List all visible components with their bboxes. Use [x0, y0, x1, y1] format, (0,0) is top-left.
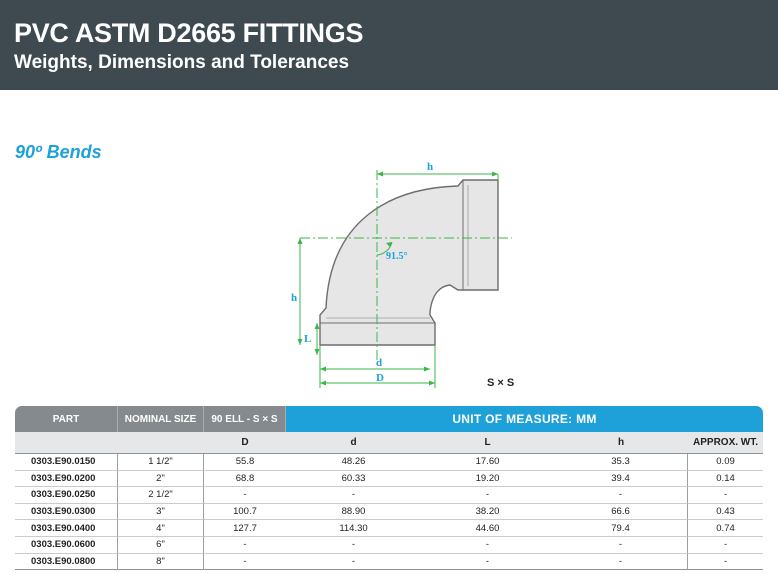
value-D: 127.7 [204, 520, 286, 537]
value-d: - [286, 537, 421, 554]
table-row: 0303.E90.0800 8" - - - - - [15, 553, 764, 571]
value-weight: 0.43 [688, 504, 764, 521]
col-header-d: d [286, 432, 421, 454]
value-L: - [421, 554, 554, 571]
dim-label-D: D [376, 372, 384, 384]
section-title: 90º Bends [15, 142, 102, 162]
value-h: - [554, 487, 688, 504]
table-row: 0303.E90.0250 2 1/2" - - - - - [15, 487, 764, 504]
value-d: 114.30 [286, 520, 421, 537]
col-header-ell: 90 ELL - S × S [204, 406, 286, 432]
value-weight: - [688, 537, 764, 554]
elbow-diagram: h h L d D 91.5° [280, 150, 540, 395]
dim-label-h-left: h [291, 292, 297, 304]
elbow-drawing: h h L d D 91.5° [291, 161, 512, 388]
fitting-type-label: S × S [487, 377, 515, 389]
nominal-size: 6" [118, 536, 204, 554]
value-d: - [286, 487, 421, 504]
page-subtitle: Weights, Dimensions and Tolerances [14, 52, 350, 73]
value-D: 68.8 [204, 471, 286, 488]
nominal-size: 1 1/2" [118, 454, 204, 471]
value-L: 17.60 [421, 454, 554, 471]
value-weight: 0.09 [688, 454, 764, 471]
nominal-size: 4" [118, 520, 204, 537]
value-weight: - [688, 487, 764, 504]
value-h: 35.3 [554, 454, 688, 471]
value-D: 100.7 [204, 504, 286, 521]
dim-label-L: L [304, 333, 311, 345]
value-h: 79.4 [554, 520, 688, 537]
part-number: 0303.E90.0400 [15, 520, 118, 537]
col-header-nominal-size: NOMINAL SIZE [118, 406, 204, 432]
col-header-h: h [554, 432, 688, 454]
col-header-weight: APPROX. WT. [688, 432, 764, 454]
unit-of-measure-header: UNIT OF MEASURE: MM [286, 406, 764, 432]
dimensions-table: PART NOMINAL SIZE 90 ELL - S × S UNIT OF… [15, 406, 764, 571]
value-h: 39.4 [554, 470, 688, 488]
value-weight: - [688, 554, 764, 571]
value-L: - [421, 537, 554, 554]
dim-label-angle: 91.5° [386, 251, 408, 262]
page-header: PVC ASTM D2665 FITTINGS Weights, Dimensi… [0, 0, 778, 90]
value-L: - [421, 487, 554, 504]
value-L: 44.60 [421, 520, 554, 537]
part-number: 0303.E90.0150 [15, 454, 118, 471]
elbow-body [319, 179, 499, 346]
value-h: - [554, 536, 688, 554]
value-D: - [204, 537, 286, 554]
value-D: - [204, 487, 286, 504]
nominal-size: 2" [118, 470, 204, 488]
value-d: 88.90 [286, 504, 421, 521]
value-D: - [204, 554, 286, 571]
value-weight: 0.14 [688, 471, 764, 488]
table-row: 0303.E90.0600 6" - - - - - [15, 536, 764, 554]
table-row: 0303.E90.0400 4" 127.7 114.30 44.60 79.4… [15, 520, 764, 537]
dim-label-d: d [376, 357, 382, 369]
value-d: 60.33 [286, 471, 421, 488]
nominal-size: 8" [118, 553, 204, 571]
value-d: 48.26 [286, 454, 421, 471]
nominal-size: 2 1/2" [118, 487, 204, 504]
part-number: 0303.E90.0600 [15, 536, 118, 554]
col-header-L: L [421, 432, 554, 454]
value-L: 19.20 [421, 471, 554, 488]
value-d: - [286, 554, 421, 571]
table-subheader-row: D d L h APPROX. WT. [15, 432, 764, 454]
value-L: 38.20 [421, 504, 554, 521]
table-row: 0303.E90.0200 2" 68.8 60.33 19.20 39.4 0… [15, 470, 764, 488]
dim-label-h-top: h [427, 161, 433, 173]
col-header-D: D [204, 432, 286, 454]
table-row: 0303.E90.0300 3" 100.7 88.90 38.20 66.6 … [15, 503, 764, 521]
value-h: - [554, 553, 688, 571]
value-weight: 0.74 [688, 520, 764, 537]
col-header-part: PART [15, 406, 118, 432]
part-number: 0303.E90.0300 [15, 503, 118, 521]
part-number: 0303.E90.0800 [15, 553, 118, 571]
value-h: 66.6 [554, 503, 688, 521]
table-row: 0303.E90.0150 1 1/2" 55.8 48.26 17.60 35… [15, 454, 764, 471]
value-D: 55.8 [204, 454, 286, 471]
page-title: PVC ASTM D2665 FITTINGS [14, 18, 364, 48]
table-header-row: PART NOMINAL SIZE 90 ELL - S × S UNIT OF… [15, 406, 764, 432]
part-number: 0303.E90.0250 [15, 487, 118, 504]
nominal-size: 3" [118, 503, 204, 521]
part-number: 0303.E90.0200 [15, 470, 118, 488]
